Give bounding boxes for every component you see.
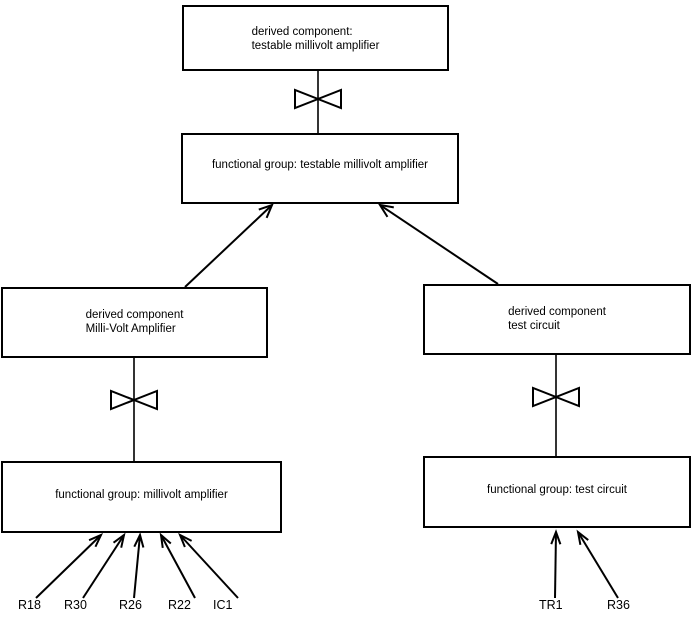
gen-mv-amp-to-testable-line <box>184 204 273 288</box>
gen-test-circuit-to-testable-line <box>379 204 499 285</box>
leaf-label-r26: R26 <box>119 598 142 612</box>
leaf-label-r30: R30 <box>64 598 87 612</box>
gen-mv-amp-to-testable[interactable] <box>184 203 274 288</box>
bowtie-right-triangle-icon <box>315 88 342 110</box>
arrow-r36-line <box>577 531 619 599</box>
node-label: functional group: millivolt amplifier <box>55 489 228 501</box>
arrow-r26-line <box>133 534 141 599</box>
node-derived-component-milli-volt-amplifier[interactable]: derived component Milli-Volt Amplifier <box>1 287 268 358</box>
arrow-ic1-line <box>179 534 239 599</box>
arrow-tr1[interactable] <box>550 529 562 599</box>
arrow-r26[interactable] <box>133 532 145 599</box>
arrow-r18-line <box>35 534 102 599</box>
gen-mv-amp-to-testable-arrowhead-icon <box>258 203 274 219</box>
node-label: derived component test circuit <box>508 306 606 332</box>
node-functional-group-testable-millivolt-amplifier[interactable]: functional group: testable millivolt amp… <box>181 133 459 204</box>
gen-test-circuit-to-testable-arrowhead-icon <box>377 203 394 218</box>
arrow-r36-arrowhead-icon <box>576 529 589 545</box>
node-label: derived component Milli-Volt Amplifier <box>85 309 184 335</box>
gen-test-circuit-to-testable[interactable] <box>377 203 499 285</box>
arrow-r18[interactable] <box>35 533 104 599</box>
arrow-r30-line <box>82 534 125 599</box>
bowtie-left-triangle-icon <box>110 389 137 411</box>
arrow-ic1-arrowhead-icon <box>178 532 193 548</box>
arrow-r36[interactable] <box>576 529 619 599</box>
link-dc-fg-right[interactable] <box>532 355 580 456</box>
leaf-label-r18: R18 <box>18 598 41 612</box>
arrow-r30-arrowhead-icon <box>112 532 126 548</box>
arrow-tr1-arrowhead-icon <box>550 529 562 545</box>
bowtie-left-triangle-icon <box>532 386 559 408</box>
bowtie-right-triangle-icon <box>131 389 158 411</box>
bowtie-right-triangle-icon <box>553 386 580 408</box>
leaf-label-r36: R36 <box>607 598 630 612</box>
node-label: functional group: testable millivolt amp… <box>211 159 429 171</box>
link-dc-fg-top[interactable] <box>294 71 342 133</box>
node-label: derived component: testable millivolt am… <box>251 26 380 52</box>
arrow-r22[interactable] <box>159 532 196 599</box>
link-dc-fg-left[interactable] <box>110 358 158 461</box>
arrow-r22-arrowhead-icon <box>159 532 172 549</box>
arrow-r26-arrowhead-icon <box>133 532 145 548</box>
arrow-tr1-line <box>554 531 557 599</box>
leaf-label-tr1: TR1 <box>539 598 563 612</box>
arrow-ic1[interactable] <box>178 532 239 599</box>
leaf-label-ic1: IC1 <box>213 598 233 612</box>
node-functional-group-test-circuit[interactable]: functional group: test circuit <box>423 456 691 528</box>
node-functional-group-millivolt-amplifier[interactable]: functional group: millivolt amplifier <box>1 461 282 533</box>
node-derived-component-testable-millivolt-amplifier[interactable]: derived component: testable millivolt am… <box>182 5 449 71</box>
node-label: functional group: test circuit <box>487 484 627 496</box>
arrow-r22-line <box>160 534 196 599</box>
leaf-label-r22: R22 <box>168 598 191 612</box>
arrow-r18-arrowhead-icon <box>88 533 104 548</box>
arrow-r30[interactable] <box>82 532 126 599</box>
bowtie-left-triangle-icon <box>294 88 321 110</box>
node-derived-component-test-circuit[interactable]: derived component test circuit <box>423 284 691 355</box>
